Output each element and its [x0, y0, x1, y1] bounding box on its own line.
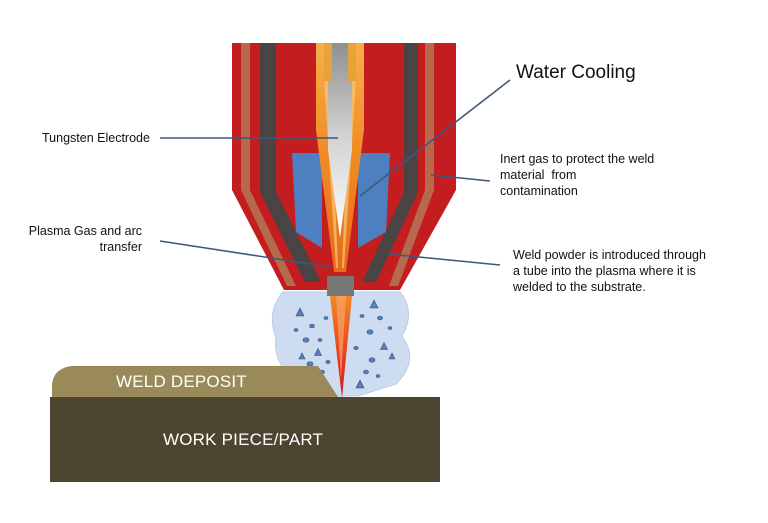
label-weld-powder-line-1: Weld powder is introduced through	[513, 248, 706, 262]
powder-particle	[368, 357, 376, 363]
torch-nozzle	[232, 43, 456, 296]
label-inert-gas: Inert gas to protect the weld material f…	[500, 151, 654, 199]
leader-water-cooling	[359, 79, 511, 197]
leader-inert-gas	[430, 174, 491, 182]
work-piece-block	[50, 397, 440, 482]
label-weld-powder: Weld powder is introduced through a tube…	[513, 247, 706, 295]
label-tungsten-electrode: Tungsten Electrode	[42, 131, 150, 145]
powder-particle	[363, 369, 369, 375]
powder-particle	[359, 314, 365, 318]
powder-particle	[369, 299, 379, 309]
nozzle-right-outer-stripe	[389, 43, 434, 286]
label-inert-gas-line-3: contamination	[500, 184, 578, 198]
powder-particle	[366, 329, 374, 335]
powder-particle	[388, 352, 396, 360]
label-weld-powder-line-3: welded to the substrate.	[513, 280, 646, 294]
label-inert-gas-line-2: material from	[500, 168, 577, 182]
powder-particle	[325, 360, 331, 364]
label-weld-powder-line-2: a tube into the plasma where it is	[513, 264, 696, 278]
powder-particle	[377, 315, 383, 321]
label-plasma-gas-line-1: Plasma Gas and arc	[28, 224, 142, 238]
nozzle-left-outer-stripe	[241, 43, 296, 286]
insulator-right	[358, 153, 390, 248]
plasma-jet	[330, 296, 352, 398]
label-plasma-gas: Plasma Gas and arc transfer	[18, 223, 142, 255]
label-plasma-gas-line-2: transfer	[99, 240, 142, 254]
leader-weld-powder	[387, 253, 501, 266]
tungsten-electrode	[328, 43, 352, 238]
label-work-piece: WORK PIECE/PART	[163, 430, 324, 449]
powder-particle	[306, 361, 314, 367]
powder-particle	[323, 316, 329, 320]
label-weld-deposit: WELD DEPOSIT	[116, 372, 247, 391]
weld-deposit-layer	[52, 366, 338, 397]
powder-particle	[387, 326, 393, 330]
powder-particle	[353, 346, 359, 350]
insulator-left	[292, 153, 322, 248]
powder-particle	[317, 338, 323, 342]
nozzle-right-dark-wall	[362, 43, 418, 282]
label-water-cooling: Water Cooling	[516, 62, 636, 83]
leader-lines	[159, 79, 511, 268]
powder-particle	[375, 374, 381, 378]
powder-particle	[380, 341, 388, 350]
powder-particle	[298, 352, 306, 360]
powder-particle	[295, 307, 305, 317]
powder-particle	[302, 337, 310, 343]
powder-particle	[293, 328, 299, 332]
leader-plasma-gas	[159, 240, 331, 268]
label-inert-gas-line-1: Inert gas to protect the weld	[500, 152, 655, 166]
nozzle-tip	[327, 276, 354, 296]
powder-particle	[309, 323, 315, 329]
nozzle-left-dark-wall	[260, 43, 321, 282]
powder-particle	[355, 379, 365, 389]
powder-particle	[314, 347, 322, 356]
